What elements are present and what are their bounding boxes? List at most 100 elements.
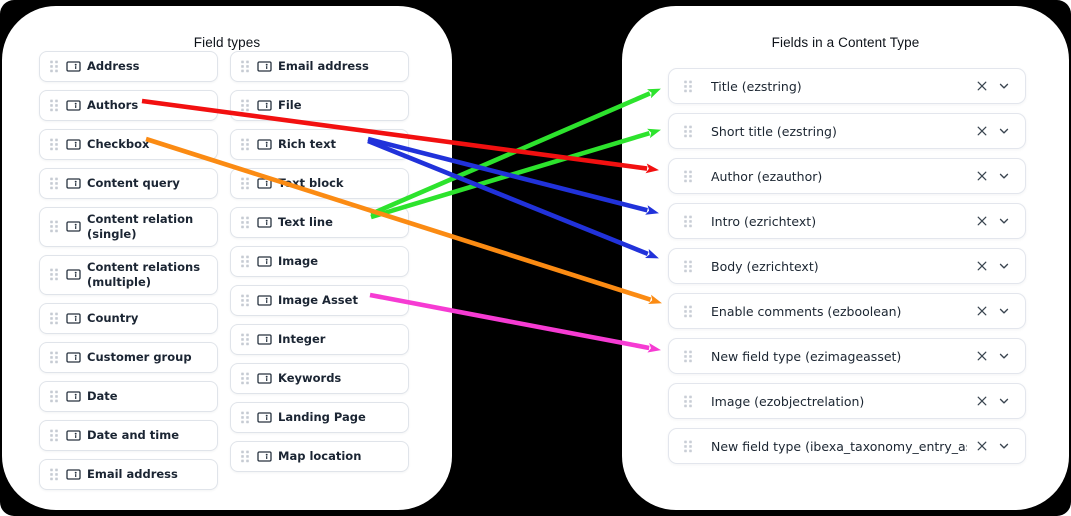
content-type-field-row[interactable]: New field type (ibexa_taxonomy_entry_ass… [668,428,1026,464]
drag-handle-icon[interactable] [241,294,249,307]
field-types-title: Field types [193,35,261,51]
drag-handle-icon[interactable] [241,372,249,385]
chevron-down-icon[interactable] [997,349,1011,363]
remove-field-x-icon[interactable] [975,439,989,453]
drag-handle-icon[interactable] [50,220,58,233]
content-type-field-row[interactable]: Short title (ezstring) [668,113,1026,149]
field-type-item[interactable]: Country [39,302,218,334]
field-type-label: Image [278,254,319,269]
chevron-down-icon[interactable] [997,124,1011,138]
remove-field-x-icon[interactable] [975,259,989,273]
field-row-actions [975,214,1011,228]
chevron-down-icon[interactable] [997,259,1011,273]
field-type-item[interactable]: Integer [230,324,409,355]
drag-handle-icon[interactable] [241,255,249,268]
drag-handle-icon[interactable] [50,138,58,151]
drag-handle-icon[interactable] [241,450,249,463]
chevron-down-icon[interactable] [997,214,1011,228]
input-field-icon [257,60,272,73]
drag-handle-icon[interactable] [241,216,249,229]
drag-handle-icon[interactable] [684,305,692,318]
field-type-label: Map location [278,449,362,464]
drag-handle-icon[interactable] [50,390,58,403]
field-row-actions [975,304,1011,318]
drag-handle-icon[interactable] [241,411,249,424]
content-type-fields-title: Fields in a Content Type [771,35,920,51]
input-field-icon [257,216,272,229]
chevron-down-icon[interactable] [997,439,1011,453]
drag-handle-icon[interactable] [684,215,692,228]
remove-field-x-icon[interactable] [975,349,989,363]
drag-handle-icon[interactable] [684,170,692,183]
field-type-item[interactable]: Content relation (single) [39,207,218,247]
chevron-down-icon[interactable] [997,169,1011,183]
content-type-field-list: Title (ezstring) Short title (ezstring) [668,68,1026,464]
input-field-icon [257,99,272,112]
content-type-field-row[interactable]: Author (ezauthor) [668,158,1026,194]
drag-handle-icon[interactable] [241,333,249,346]
drag-handle-icon[interactable] [50,60,58,73]
input-field-icon [66,99,81,112]
drag-handle-icon[interactable] [241,177,249,190]
chevron-down-icon[interactable] [997,394,1011,408]
drag-handle-icon[interactable] [684,395,692,408]
drag-handle-icon[interactable] [684,80,692,93]
drag-handle-icon[interactable] [50,312,58,325]
drag-handle-icon[interactable] [50,429,58,442]
content-type-field-row[interactable]: Body (ezrichtext) [668,248,1026,284]
remove-field-x-icon[interactable] [975,304,989,318]
drag-handle-icon[interactable] [50,268,58,281]
field-type-item[interactable]: Customer group [39,341,218,373]
drag-handle-icon[interactable] [684,350,692,363]
remove-field-x-icon[interactable] [975,124,989,138]
field-type-item[interactable]: File [230,90,409,121]
content-type-field-row[interactable]: New field type (ezimageasset) [668,338,1026,374]
field-type-item[interactable]: Address [39,51,218,82]
drag-handle-icon[interactable] [684,260,692,273]
drag-handle-icon[interactable] [684,125,692,138]
drag-handle-icon[interactable] [241,99,249,112]
remove-field-x-icon[interactable] [975,214,989,228]
field-type-item[interactable]: Text block [230,168,409,199]
content-type-field-row[interactable]: Intro (ezrichtext) [668,203,1026,239]
field-type-item[interactable]: Landing Page [230,402,409,433]
field-type-label: Country [87,310,139,325]
field-type-item[interactable]: Email address [230,51,409,82]
field-type-label: Email address [87,466,178,481]
drag-handle-icon[interactable] [50,351,58,364]
drag-handle-icon[interactable] [684,440,692,453]
field-type-item[interactable]: Date and time [39,419,218,451]
input-field-icon [66,312,81,325]
field-type-item[interactable]: Authors [39,90,218,121]
field-row-actions [975,259,1011,273]
field-type-item[interactable]: Text line [230,207,409,238]
field-type-label: Image Asset [278,293,358,308]
drag-handle-icon[interactable] [50,99,58,112]
field-type-label: Date and time [87,427,180,442]
field-type-item[interactable]: Image Asset [230,285,409,316]
field-type-item[interactable]: Image [230,246,409,277]
field-type-item[interactable]: Content query [39,168,218,199]
remove-field-x-icon[interactable] [975,394,989,408]
field-type-item[interactable]: Content relations (multiple) [39,254,218,295]
field-type-label: Address [87,59,140,74]
field-type-item[interactable]: Map location [230,441,409,472]
remove-field-x-icon[interactable] [975,79,989,93]
field-type-item[interactable]: Checkbox [39,129,218,160]
field-type-label: Content relation (single) [87,212,194,241]
chevron-down-icon[interactable] [997,304,1011,318]
field-type-item[interactable]: Date [39,380,218,412]
drag-handle-icon[interactable] [50,177,58,190]
drag-handle-icon[interactable] [241,60,249,73]
chevron-down-icon[interactable] [997,79,1011,93]
content-type-field-row[interactable]: Image (ezobjectrelation) [668,383,1026,419]
content-type-field-row[interactable]: Title (ezstring) [668,68,1026,104]
content-type-field-row[interactable]: Enable comments (ezboolean) [668,293,1026,329]
field-type-item[interactable]: Rich text [230,129,409,160]
drag-handle-icon[interactable] [50,468,58,481]
field-types-column-1: Address Authors [39,51,218,490]
field-type-item[interactable]: Email address [39,458,218,490]
field-type-item[interactable]: Keywords [230,363,409,394]
remove-field-x-icon[interactable] [975,169,989,183]
drag-handle-icon[interactable] [241,138,249,151]
